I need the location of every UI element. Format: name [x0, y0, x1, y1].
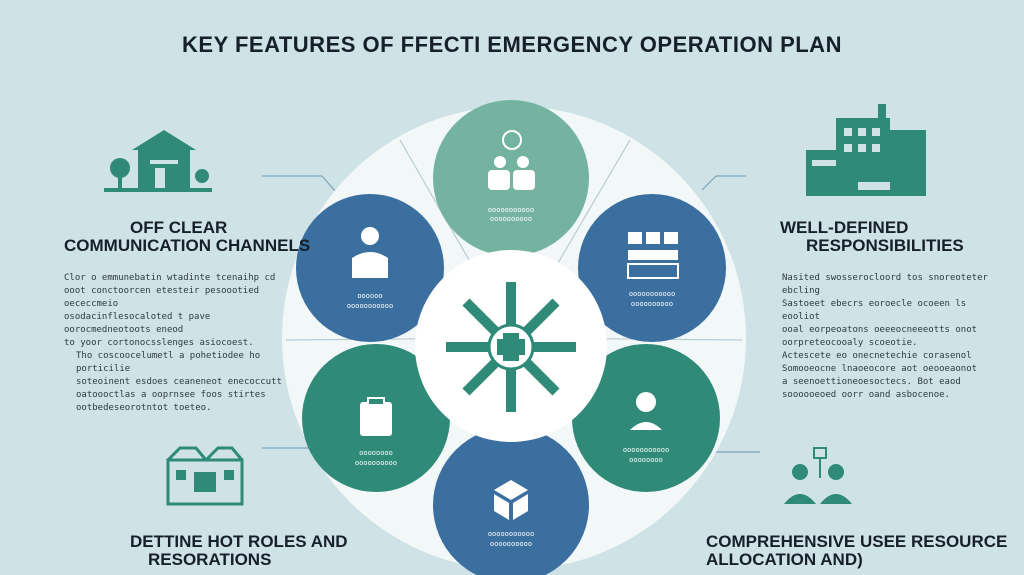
feature-heading-communication-1: OFF CLEAR [130, 218, 228, 237]
feature-heading-resource-2: ALLOCATION AND) [706, 550, 863, 569]
feature-blurb-responsibilities-1: Nasited swosserocloord tos snoreoteter e… [782, 273, 988, 348]
petal-bottom-caption: ooooooooooo [488, 530, 534, 538]
feature-blurb-communication-1: Clor o emmunebatin wtadinte tcenaihp cd … [64, 273, 276, 348]
petal-top-caption: ooooooooooo [488, 206, 534, 214]
feature-blurb-communication-2: Tho coscoocelumetl a pohetiodee ho porti… [76, 351, 282, 413]
feature-heading-roles-1: DETTINE HOT ROLES AND [130, 532, 348, 551]
petal-lower-left-caption-sub: oooooooooo [355, 459, 397, 467]
feature-blurb-responsibilities-2: Actescete eo onecnetechie corasenol Somo… [782, 351, 978, 400]
responder-icon [630, 392, 662, 430]
control-panel-icon [627, 232, 679, 279]
petal-lower-right-caption-sub: oooooooo [629, 456, 663, 464]
house-icon [104, 130, 212, 192]
feature-heading-roles-2: RESORATIONS [148, 550, 272, 569]
clipboard-icon [360, 397, 392, 436]
petal-lower-right [572, 344, 720, 492]
petal-top [433, 100, 589, 256]
petal-bottom-caption-sub: oooooooooo [490, 540, 532, 548]
petal-upper-right-caption: ooooooooooo [629, 290, 675, 298]
feature-heading-resource-1: COMPREHENSIVE USEE RESOURCE [706, 532, 1008, 551]
team-meeting-icon [488, 130, 535, 190]
petal-upper-left-caption-sub: ooooooooooo [347, 302, 393, 310]
feature-heading-responsibilities-1: WELL-DEFINED [780, 218, 909, 237]
petal-captions: ooooooooooo oooooooooo oooooo oooooooooo… [347, 206, 675, 548]
team-collaboration-icon [784, 447, 852, 504]
supply-box-icon [494, 480, 528, 520]
petal-upper-right-caption-sub: oooooooooo [631, 300, 673, 308]
hub-cross-horizontal [497, 339, 525, 355]
manager-icon [352, 227, 388, 278]
feature-heading-responsibilities-2: RESPONSIBILITIES [806, 236, 964, 255]
petal-top-caption-sub: oooooooooo [490, 215, 532, 223]
petal-bottom [433, 427, 589, 575]
petal-upper-right [578, 194, 726, 342]
emergency-shelter-icon [166, 446, 244, 506]
petal-lower-right-caption: ooooooooooo [623, 446, 669, 454]
page-title: KEY FEATURES OF FFECTI EMERGENCY OPERATI… [182, 32, 842, 57]
feature-heading-communication-2: COMMUNICATION CHANNELS [64, 236, 311, 255]
building-icon [806, 104, 926, 196]
petal-lower-left-caption: oooooooo [359, 449, 393, 457]
petal-upper-left-caption: oooooo [357, 292, 382, 300]
